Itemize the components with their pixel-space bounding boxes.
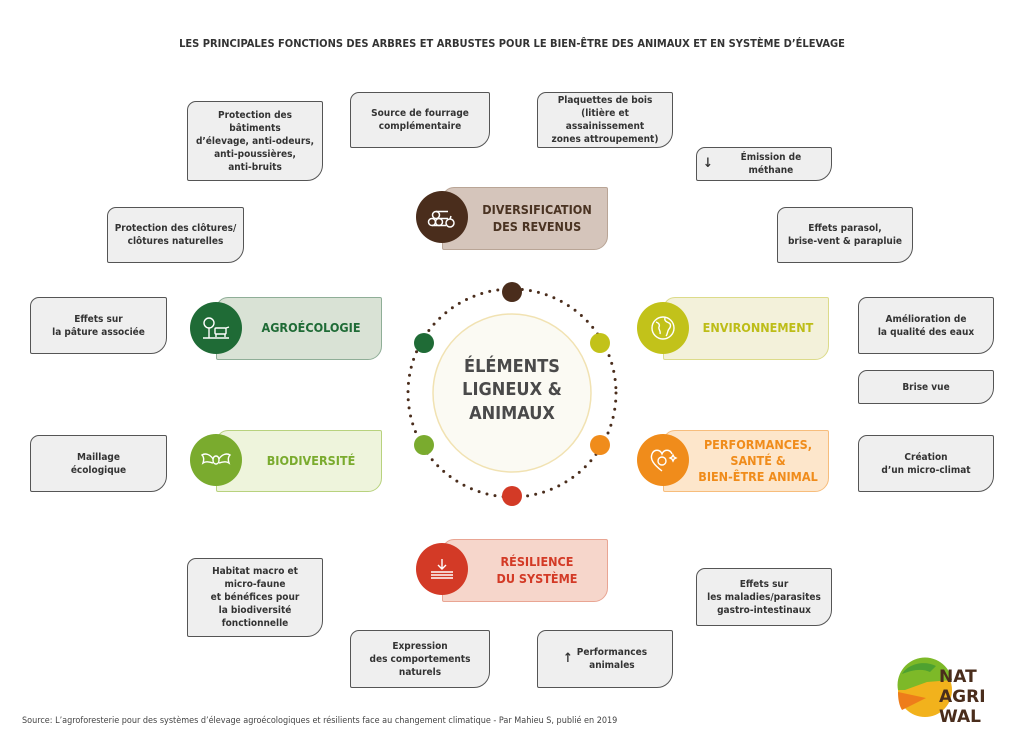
function-box: Source de fourrage complémentaire xyxy=(350,92,490,148)
function-box: Amélioration de la qualité des eaux xyxy=(858,297,994,354)
category-label: PERFORMANCES, SANTÉ & BIEN-ÊTRE ANIMAL xyxy=(698,436,818,485)
function-box: Effets parasol, brise-vent & parapluie xyxy=(777,207,913,263)
function-text: Effets parasol, brise-vent & parapluie xyxy=(787,223,903,247)
function-text: Habitat macro et micro-faune et bénéfice… xyxy=(210,566,300,629)
category-performances: PERFORMANCES, SANTÉ & BIEN-ÊTRE ANIMAL xyxy=(663,430,829,492)
center-label: ÉLÉMENTS LIGNEUX & ANIMAUX xyxy=(462,356,562,424)
function-text: Émission de méthane xyxy=(740,152,802,176)
function-text: Effets sur la pâture associée xyxy=(52,313,145,338)
function-text: Protection des clôtures/ clôtures nature… xyxy=(114,223,237,247)
function-text: Protection des bâtiments d’élevage, anti… xyxy=(195,109,315,173)
svg-text:AGRI: AGRI xyxy=(939,687,986,707)
function-box: Protection des bâtiments d’élevage, anti… xyxy=(187,101,323,181)
globe-icon xyxy=(637,302,689,354)
heart-cow-icon xyxy=(637,434,689,486)
ring-dot xyxy=(590,333,610,353)
category-label: AGROÉCOLOGIE xyxy=(261,320,361,336)
layers-arrow-icon xyxy=(416,543,468,595)
category-label: DIVERSIFICATION DES REVENUS xyxy=(482,202,592,234)
category-label: RÉSILIENCE DU SYSTÈME xyxy=(496,554,578,586)
category-label: ENVIRONNEMENT xyxy=(702,320,814,336)
logs-apple-icon xyxy=(416,191,468,243)
diagram-title: LES PRINCIPALES FONCTIONS DES ARBRES ET … xyxy=(179,37,845,50)
function-box: Maillage écologique xyxy=(30,435,167,492)
ring-dot xyxy=(414,435,434,455)
arrow-down-icon: ↓ xyxy=(703,155,713,171)
natagriwal-logo: NAT AGRI WAL xyxy=(897,657,986,726)
ring-dot xyxy=(502,282,522,302)
category-label: BIODIVERSITÉ xyxy=(266,452,356,468)
ring-dot xyxy=(590,435,610,455)
svg-text:NAT: NAT xyxy=(939,667,977,687)
svg-text:WAL: WAL xyxy=(939,707,981,726)
center-circle xyxy=(432,313,592,473)
function-text: Maillage écologique xyxy=(70,451,127,476)
function-box: Brise vue xyxy=(858,370,994,404)
category-diversification: DIVERSIFICATION DES REVENUS xyxy=(442,187,608,250)
function-text: Source de fourrage complémentaire xyxy=(371,108,469,132)
function-box: Effets sur la pâture associée xyxy=(30,297,167,354)
function-box: Effets sur les maladies/parasites gastro… xyxy=(696,568,832,626)
function-text: Performances animales xyxy=(576,647,648,671)
category-agroecologie: AGROÉCOLOGIE xyxy=(216,297,382,360)
function-box: Expression des comportements naturels xyxy=(350,630,490,688)
function-box: ↑Performances animales xyxy=(537,630,673,688)
function-box: Habitat macro et micro-faune et bénéfice… xyxy=(187,558,323,637)
ring-dot xyxy=(414,333,434,353)
function-text: Effets sur les maladies/parasites gastro… xyxy=(707,578,821,616)
function-text: Plaquettes de bois (litière et assainiss… xyxy=(551,95,659,145)
category-resilience: RÉSILIENCE DU SYSTÈME xyxy=(442,539,608,602)
function-box: Création d’un micro-climat xyxy=(858,435,994,492)
source-citation: Source: L’agroforesterie pour des systèm… xyxy=(22,716,618,726)
function-box: Plaquettes de bois (litière et assainiss… xyxy=(537,92,673,148)
category-environnement: ENVIRONNEMENT xyxy=(663,297,829,360)
function-text: Expression des comportements naturels xyxy=(369,640,471,678)
ring-dot xyxy=(502,486,522,506)
function-box: ↓ Émission de méthane xyxy=(696,147,832,181)
bat-icon xyxy=(190,434,242,486)
function-text: Brise vue xyxy=(902,381,950,393)
category-biodiversite: BIODIVERSITÉ xyxy=(216,430,382,492)
function-text: Création d’un micro-climat xyxy=(881,451,971,476)
arrow-up-icon: ↑ xyxy=(562,650,573,666)
function-box: Protection des clôtures/ clôtures nature… xyxy=(107,207,244,263)
tree-cow-icon xyxy=(190,302,242,354)
function-text: Amélioration de la qualité des eaux xyxy=(877,313,975,338)
